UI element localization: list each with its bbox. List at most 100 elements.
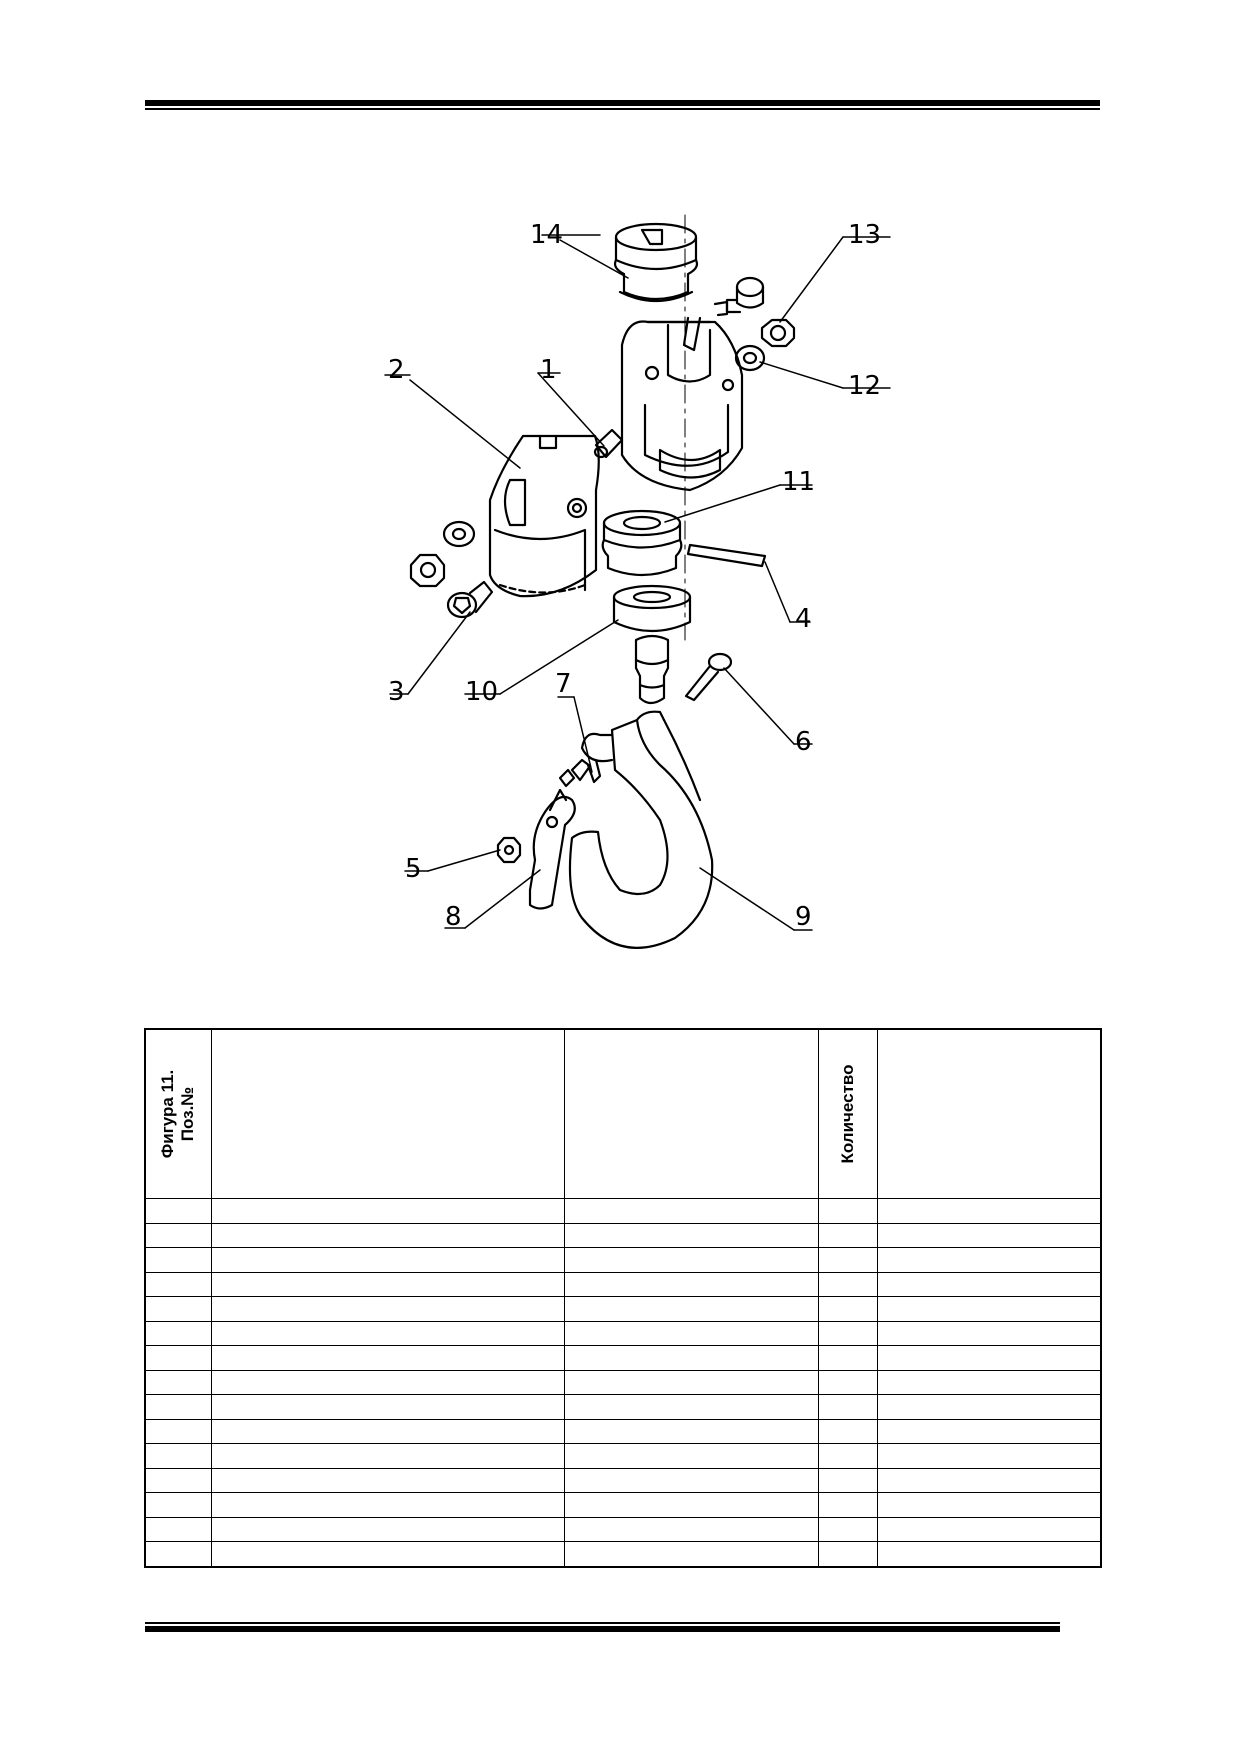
table-cell bbox=[817, 1222, 878, 1248]
table-cell bbox=[876, 1271, 1102, 1297]
header-designation bbox=[563, 1028, 819, 1199]
table-cell bbox=[563, 1345, 819, 1371]
part-washer-left bbox=[442, 520, 476, 548]
table-cell bbox=[817, 1394, 878, 1420]
table-cell bbox=[817, 1296, 878, 1322]
callout-10: 10 bbox=[465, 677, 498, 707]
table-cell bbox=[817, 1492, 878, 1518]
table-row bbox=[144, 1394, 1102, 1420]
callout-3: 3 bbox=[388, 677, 405, 707]
callout-1: 1 bbox=[540, 355, 557, 385]
header-rule-thick bbox=[145, 100, 1100, 106]
callout-7: 7 bbox=[555, 669, 572, 699]
part-8-latch bbox=[528, 788, 576, 910]
header-quantity-label: Количество bbox=[837, 1064, 857, 1164]
callout-14: 14 bbox=[530, 220, 563, 250]
table-row bbox=[144, 1492, 1102, 1518]
part-11-bearing bbox=[601, 509, 683, 577]
table-cell bbox=[210, 1369, 565, 1395]
table-cell bbox=[563, 1418, 819, 1444]
table-cell bbox=[817, 1443, 878, 1469]
table-row bbox=[144, 1541, 1102, 1567]
table-cell bbox=[876, 1443, 1102, 1469]
table-cell bbox=[876, 1516, 1102, 1542]
table-cell bbox=[144, 1492, 212, 1518]
table-cell bbox=[144, 1247, 212, 1273]
header-position: Фигура 11. Поз.№ bbox=[144, 1028, 212, 1199]
table-cell bbox=[563, 1320, 819, 1346]
table-cell bbox=[210, 1467, 565, 1493]
table-cell bbox=[876, 1369, 1102, 1395]
table-cell bbox=[210, 1320, 565, 1346]
table-cell bbox=[144, 1467, 212, 1493]
table-cell bbox=[144, 1369, 212, 1395]
part-10-ring bbox=[612, 584, 692, 633]
parts-table: Фигура 11. Поз.№ Количество bbox=[144, 1028, 1102, 1568]
table-cell bbox=[876, 1541, 1102, 1567]
table-cell bbox=[563, 1492, 819, 1518]
table-cell bbox=[563, 1222, 819, 1248]
table-cell bbox=[563, 1198, 819, 1224]
table-row bbox=[144, 1516, 1102, 1542]
callout-9: 9 bbox=[795, 902, 812, 932]
table-cell bbox=[144, 1418, 212, 1444]
table-cell bbox=[210, 1492, 565, 1518]
table-cell bbox=[144, 1541, 212, 1567]
header-position-line2: Поз.№ bbox=[178, 1086, 198, 1142]
table-cell bbox=[210, 1443, 565, 1469]
table-cell bbox=[210, 1271, 565, 1297]
table-row bbox=[144, 1443, 1102, 1469]
table-cell bbox=[817, 1320, 878, 1346]
exploded-assembly-drawing: 14 13 12 1 2 11 4 3 10 7 6 5 8 9 bbox=[384, 214, 891, 949]
part-4-pin bbox=[686, 543, 767, 568]
table-cell bbox=[144, 1296, 212, 1322]
table-cell bbox=[817, 1271, 878, 1297]
table-cell bbox=[876, 1467, 1102, 1493]
table-cell bbox=[210, 1296, 565, 1322]
table-cell bbox=[817, 1345, 878, 1371]
header-note bbox=[876, 1028, 1102, 1199]
table-cell bbox=[876, 1320, 1102, 1346]
table-cell bbox=[876, 1418, 1102, 1444]
part-nut-left bbox=[409, 553, 446, 588]
table-cell bbox=[563, 1271, 819, 1297]
callout-11: 11 bbox=[782, 467, 815, 497]
table-cell bbox=[563, 1394, 819, 1420]
table-cell bbox=[817, 1418, 878, 1444]
callout-4: 4 bbox=[795, 604, 812, 634]
part-9-hook bbox=[568, 710, 714, 949]
callout-6: 6 bbox=[795, 727, 812, 757]
table-cell bbox=[876, 1492, 1102, 1518]
table-cell bbox=[817, 1198, 878, 1224]
callout-2: 2 bbox=[388, 355, 405, 385]
table-row bbox=[144, 1418, 1102, 1444]
table-row bbox=[144, 1247, 1102, 1273]
table-cell bbox=[210, 1247, 565, 1273]
table-cell bbox=[144, 1443, 212, 1469]
part-2-housing bbox=[488, 434, 600, 598]
table-cell bbox=[876, 1345, 1102, 1371]
part-5-nut bbox=[496, 836, 522, 864]
part-14-swivel-nut bbox=[613, 222, 699, 302]
table-cell bbox=[563, 1369, 819, 1395]
part-1-pin bbox=[593, 428, 624, 459]
table-cell bbox=[817, 1247, 878, 1273]
table-header-row: Фигура 11. Поз.№ Количество bbox=[144, 1028, 1102, 1199]
header-position-line1: Фигура 11. bbox=[158, 1069, 178, 1159]
table-cell bbox=[144, 1320, 212, 1346]
table-cell bbox=[144, 1198, 212, 1224]
table-cell bbox=[144, 1222, 212, 1248]
header-quantity: Количество bbox=[817, 1028, 878, 1199]
table-cell bbox=[876, 1222, 1102, 1248]
part-screw-top bbox=[713, 276, 765, 317]
footer-rule-thin bbox=[145, 1622, 1060, 1624]
part-12-washer bbox=[734, 344, 766, 372]
part-13-nut bbox=[760, 318, 796, 348]
table-cell bbox=[817, 1541, 878, 1567]
table-cell bbox=[563, 1516, 819, 1542]
table-cell bbox=[563, 1443, 819, 1469]
footer-rule-thick bbox=[145, 1626, 1060, 1632]
table-cell bbox=[144, 1516, 212, 1542]
table-cell bbox=[144, 1394, 212, 1420]
table-row bbox=[144, 1222, 1102, 1248]
